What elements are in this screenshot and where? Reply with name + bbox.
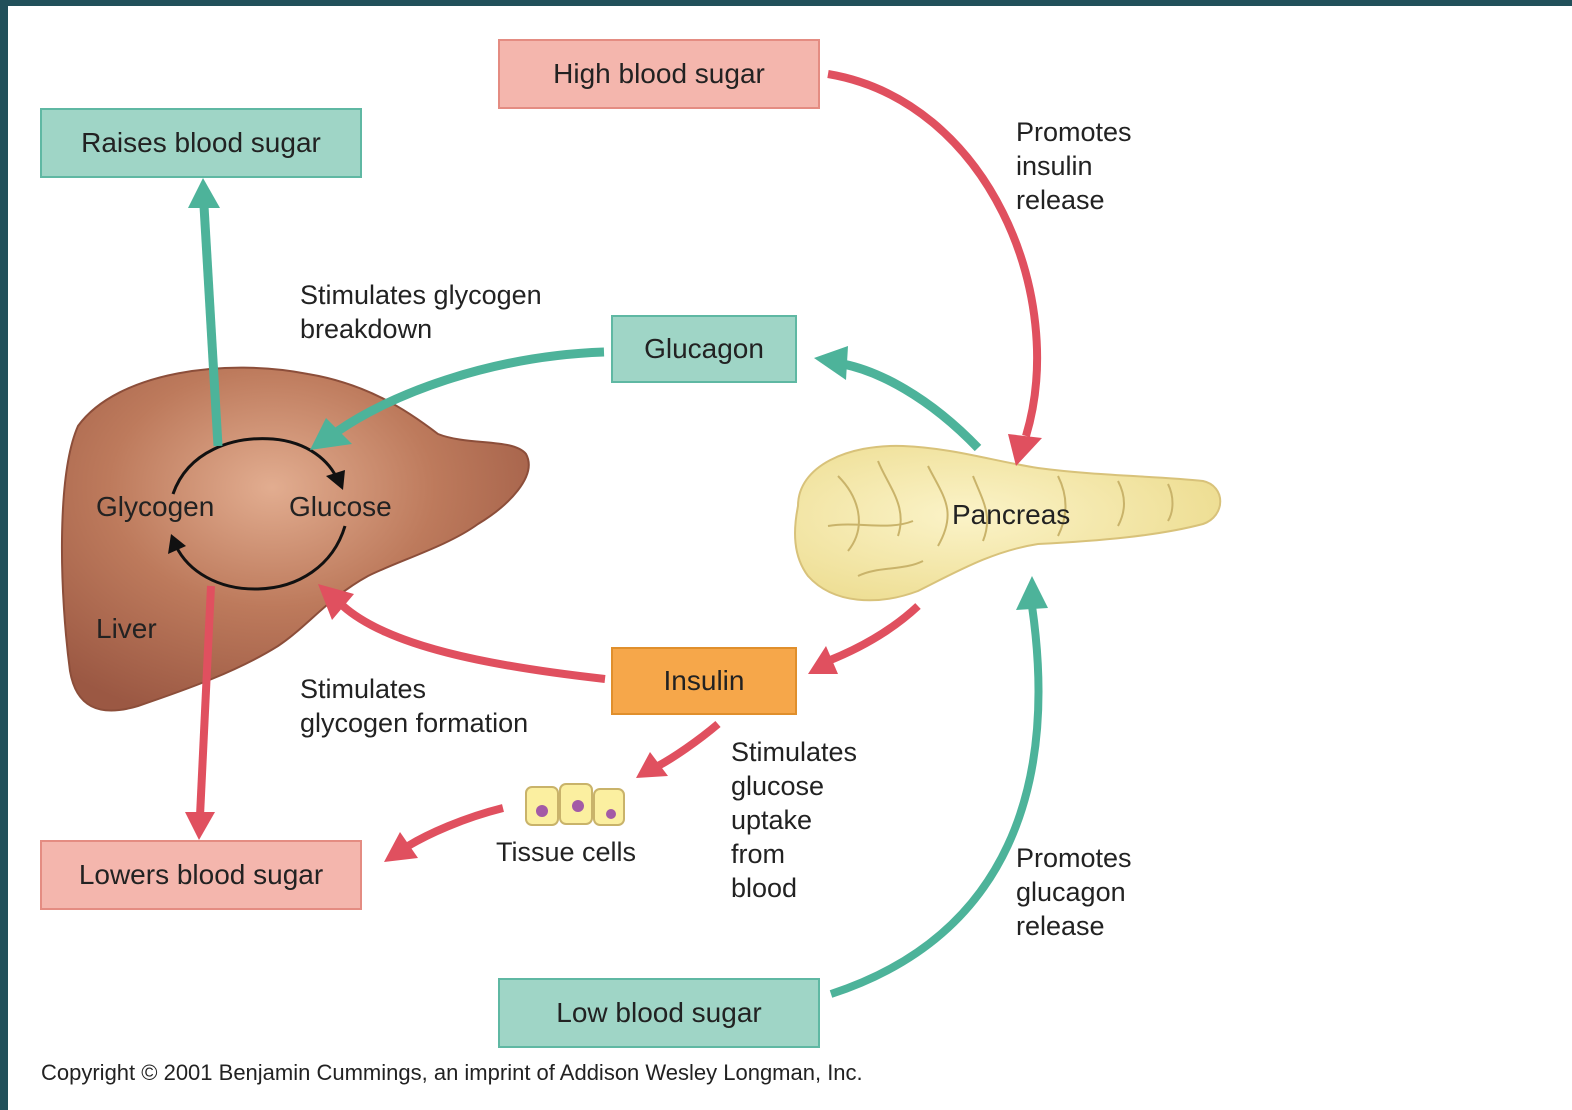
promotes-glucagon-release-label: Promotes glucagon release [1016, 841, 1132, 943]
low-sugar-to-pancreas-arrow [831, 606, 1038, 994]
stimulates-glycogen-formation-label: Stimulates glycogen formation [300, 672, 528, 740]
glucose-label: Glucose [289, 490, 392, 524]
insulin-box: Insulin [611, 647, 797, 715]
pancreas-to-insulin-arrow [828, 606, 918, 661]
glycogen-label: Glycogen [96, 490, 214, 524]
liver-label: Liver [96, 612, 157, 646]
pancreas-label: Pancreas [952, 498, 1070, 532]
high-sugar-to-pancreas-arrow [828, 74, 1037, 436]
diagram-frame: High blood sugar Raises blood sugar Gluc… [8, 6, 1572, 1110]
tissue-cells-label: Tissue cells [496, 835, 636, 869]
copyright-notice: Copyright © 2001 Benjamin Cummings, an i… [41, 1060, 863, 1086]
low-blood-sugar-box: Low blood sugar [498, 978, 820, 1048]
pancreas-to-glucagon-arrow [843, 364, 978, 448]
stimulates-glucose-uptake-label: Stimulates glucose uptake from blood [731, 735, 857, 905]
insulin-to-tissue-arrow [658, 724, 718, 766]
tissue-cells-graphic [526, 784, 624, 825]
raises-blood-sugar-box: Raises blood sugar [40, 108, 362, 178]
glucagon-box: Glucagon [611, 315, 797, 383]
tissue-to-lowers-sugar-arrow [408, 808, 503, 846]
high-blood-sugar-box: High blood sugar [498, 39, 820, 109]
promotes-insulin-release-label: Promotes insulin release [1016, 115, 1132, 217]
insulin-to-liver-arrow [343, 606, 605, 679]
stimulates-glycogen-breakdown-label: Stimulates glycogen breakdown [300, 278, 542, 346]
lowers-blood-sugar-box: Lowers blood sugar [40, 840, 362, 910]
